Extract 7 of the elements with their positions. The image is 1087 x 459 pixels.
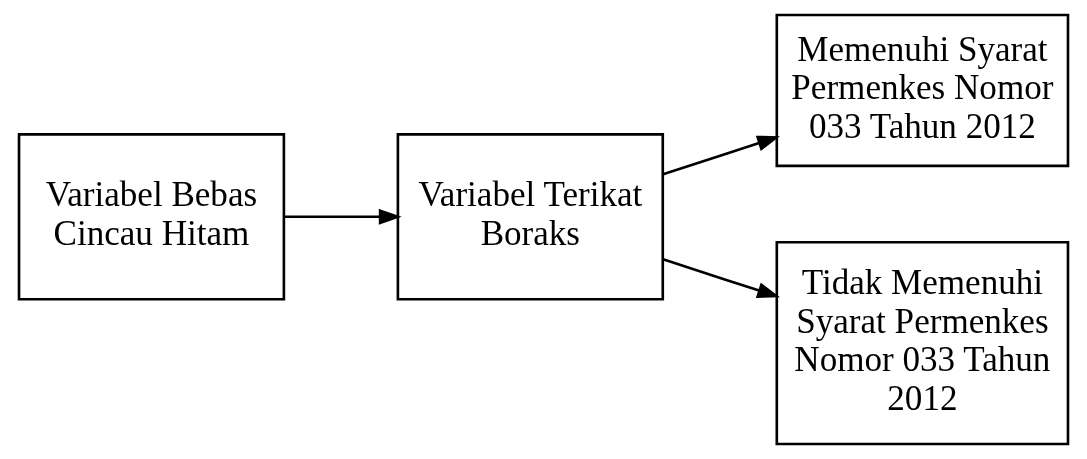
node-box: Memenuhi Syarat Permenkes Nomor 033 Tahun 2012	[775, 13, 1070, 168]
node-box: Tidak Memenuhi Syarat Permenkes Nomor 033 Tahun 2012	[775, 240, 1070, 446]
arrow	[662, 135, 780, 176]
node-box: Variabel Terikat Boraks	[396, 133, 665, 301]
arrow	[662, 258, 780, 298]
arrow	[284, 208, 402, 225]
node-box: Variabel Bebas Cincau Hitam	[17, 133, 286, 301]
